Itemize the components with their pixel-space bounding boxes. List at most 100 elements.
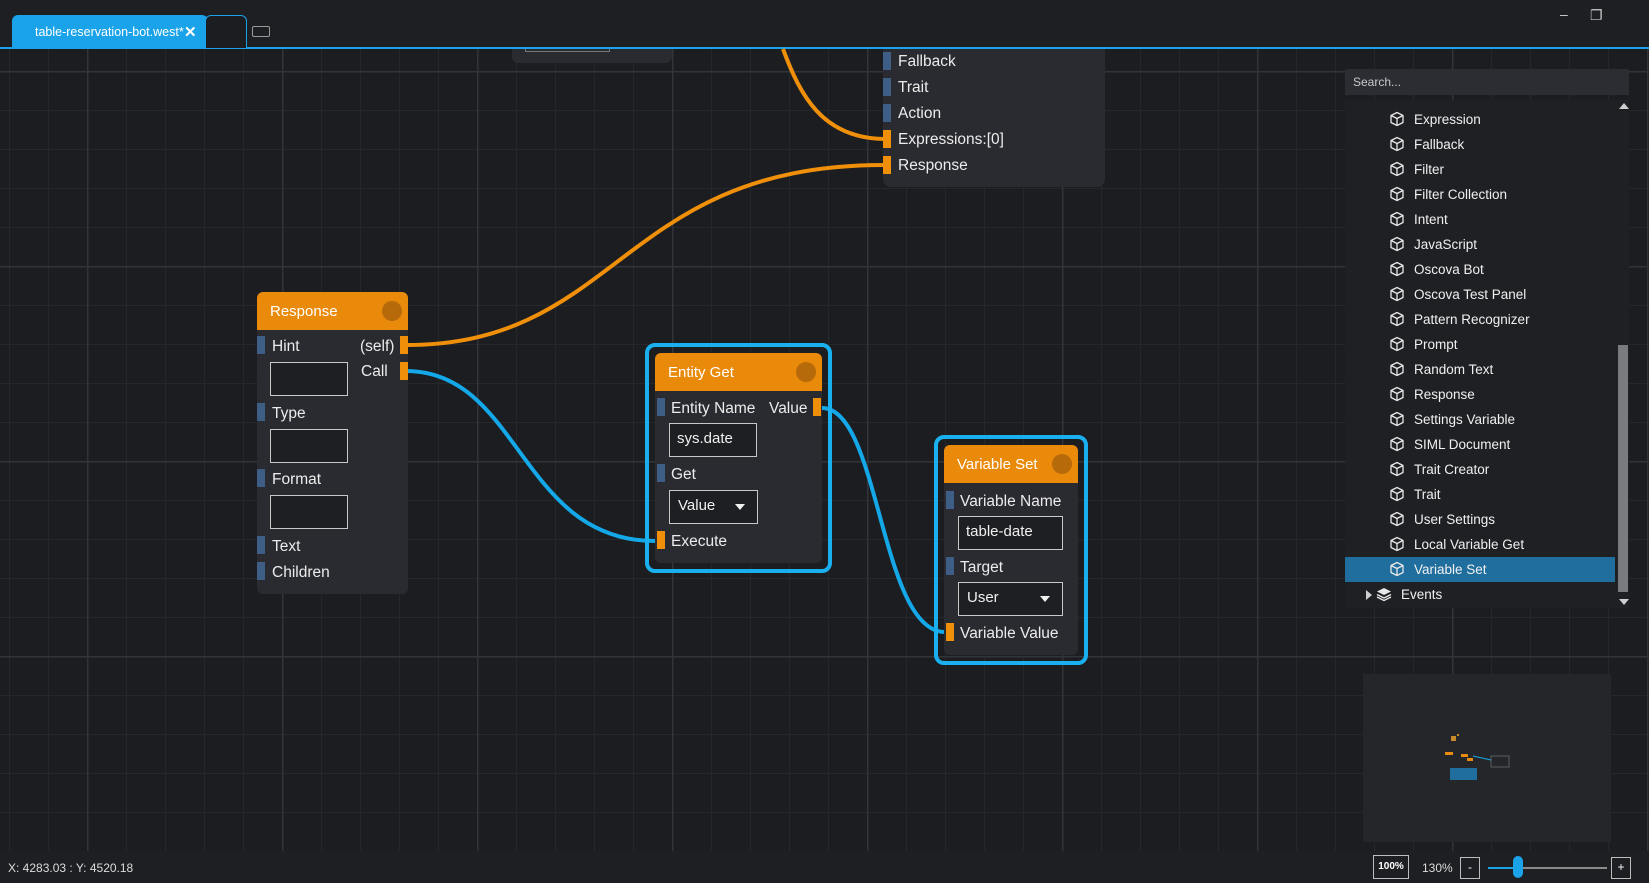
tree-group-label: Events xyxy=(1401,587,1443,602)
entity-name-port[interactable] xyxy=(657,398,665,416)
node-response[interactable]: Response Hint (self) Call Type Format Te… xyxy=(257,292,408,594)
expand-arrow-icon[interactable] xyxy=(1366,590,1372,600)
tree-item[interactable]: Trait Creator xyxy=(1345,457,1615,482)
hint-port[interactable] xyxy=(257,336,265,354)
tab-table-reservation-bot[interactable]: table-reservation-bot.west* ✕ xyxy=(12,15,208,48)
node-response-toggle[interactable] xyxy=(382,301,402,321)
node-variable-set-toggle[interactable] xyxy=(1052,454,1072,474)
tree-item[interactable]: SIML Document xyxy=(1345,432,1615,457)
reset-zoom-button[interactable]: 100% xyxy=(1373,855,1409,879)
new-tab-icon[interactable] xyxy=(252,26,270,37)
format-input[interactable] xyxy=(270,495,348,529)
tree-item[interactable]: Intent xyxy=(1345,207,1615,232)
restore-icon[interactable]: ❐ xyxy=(1590,7,1603,23)
node-top-partial[interactable]: Fallback Trait Action Expressions:[0] Re… xyxy=(883,49,1105,187)
tree-item[interactable]: Oscova Bot xyxy=(1345,257,1615,282)
tree-item[interactable]: Response xyxy=(1345,382,1615,407)
variable-set-selection-outline xyxy=(934,435,1088,665)
entity-name-label: Entity Name xyxy=(671,400,756,417)
scroll-down-icon[interactable] xyxy=(1619,599,1629,605)
tab-empty[interactable] xyxy=(205,15,247,48)
tree-item[interactable]: Variable Set xyxy=(1345,557,1615,582)
scroll-up-icon[interactable] xyxy=(1619,103,1629,109)
fallback-port[interactable] xyxy=(883,52,891,70)
tree-item[interactable]: Filter xyxy=(1345,157,1615,182)
tree-item[interactable]: Prompt xyxy=(1345,332,1615,357)
self-port[interactable] xyxy=(400,336,408,354)
tree-item[interactable]: Trait xyxy=(1345,482,1615,507)
tree-item[interactable]: Oscova Test Panel xyxy=(1345,282,1615,307)
cube-icon xyxy=(1389,211,1405,227)
node-response-header[interactable]: Response xyxy=(257,292,408,330)
trait-port[interactable] xyxy=(883,78,891,96)
format-port[interactable] xyxy=(257,469,265,487)
entity-name-input[interactable]: sys.date xyxy=(669,423,757,457)
scroll-thumb[interactable] xyxy=(1618,345,1628,592)
tree-item-label: Intent xyxy=(1414,212,1448,227)
call-port[interactable] xyxy=(400,362,408,380)
action-port[interactable] xyxy=(883,104,891,122)
fallback-port-label: Fallback xyxy=(898,53,956,70)
tree-scrollbar[interactable] xyxy=(1617,100,1629,608)
value-output-port[interactable] xyxy=(813,398,821,416)
cube-icon xyxy=(1389,336,1405,352)
node-entity-get-header[interactable]: Entity Get xyxy=(655,353,822,391)
self-label: (self) xyxy=(360,338,395,355)
zoom-slider-thumb[interactable] xyxy=(1512,856,1523,878)
zoom-slider[interactable] xyxy=(1488,867,1607,869)
cube-icon xyxy=(1389,411,1405,427)
zoom-level: 130% xyxy=(1422,861,1453,875)
type-port[interactable] xyxy=(257,403,265,421)
tree-item[interactable]: Pattern Recognizer xyxy=(1345,307,1615,332)
search-input[interactable] xyxy=(1345,69,1629,95)
node-entity-get[interactable]: Entity Get Entity Name Value sys.date Ge… xyxy=(655,353,822,563)
tree-item-label: JavaScript xyxy=(1414,237,1478,252)
node-entity-get-toggle[interactable] xyxy=(796,362,816,382)
action-port-label: Action xyxy=(898,105,942,122)
minimize-icon[interactable]: – xyxy=(1560,6,1568,22)
get-dropdown[interactable]: Value xyxy=(669,490,758,524)
tree-item[interactable]: Settings Variable xyxy=(1345,407,1615,432)
hint-input[interactable] xyxy=(270,362,348,396)
value-output-label: Value xyxy=(769,400,808,417)
cube-icon xyxy=(1389,311,1405,327)
cursor-coordinates: X: 4283.03 : Y: 4520.18 xyxy=(8,861,134,875)
tree-item[interactable]: Local Variable Get xyxy=(1345,532,1615,557)
variable-name-port[interactable] xyxy=(946,491,954,509)
cube-icon xyxy=(1389,561,1405,577)
cube-icon xyxy=(1389,136,1405,152)
type-input[interactable] xyxy=(270,429,348,463)
tree-item[interactable]: Random Text xyxy=(1345,357,1615,382)
text-port[interactable] xyxy=(257,536,265,554)
node-variable-set[interactable]: Variable Set Variable Name table-date Ta… xyxy=(944,445,1078,655)
chevron-down-icon xyxy=(735,504,745,510)
get-port[interactable] xyxy=(657,464,665,482)
tree-item-label: Fallback xyxy=(1414,137,1465,152)
variable-name-label: Variable Name xyxy=(960,493,1062,510)
target-dropdown[interactable]: User xyxy=(958,582,1063,616)
tree-item[interactable]: JavaScript xyxy=(1345,232,1615,257)
cube-icon xyxy=(1389,536,1405,552)
zoom-in-button[interactable]: + xyxy=(1611,857,1631,879)
tree-item[interactable]: Fallback xyxy=(1345,132,1615,157)
tree-item[interactable]: Filter Collection xyxy=(1345,182,1615,207)
tree-group-events[interactable]: Events xyxy=(1345,582,1615,607)
tree-item[interactable]: User Settings xyxy=(1345,507,1615,532)
zoom-out-button[interactable]: - xyxy=(1460,857,1480,879)
tree-item-label: Pattern Recognizer xyxy=(1414,312,1530,327)
close-tab-icon[interactable]: ✕ xyxy=(184,24,197,41)
variable-value-port[interactable] xyxy=(946,623,954,641)
minimap[interactable] xyxy=(1363,674,1611,842)
expressions-port[interactable] xyxy=(883,130,891,148)
tree-item-label: Random Text xyxy=(1414,362,1494,377)
tree-item[interactable]: Expression xyxy=(1345,107,1615,132)
cube-icon xyxy=(1389,511,1405,527)
variable-name-input[interactable]: table-date xyxy=(958,516,1063,550)
node-variable-set-header[interactable]: Variable Set xyxy=(944,445,1078,483)
children-port[interactable] xyxy=(257,562,265,580)
cube-icon xyxy=(1389,486,1405,502)
response-port[interactable] xyxy=(883,156,891,174)
execute-port[interactable] xyxy=(657,531,665,549)
target-port[interactable] xyxy=(946,557,954,575)
